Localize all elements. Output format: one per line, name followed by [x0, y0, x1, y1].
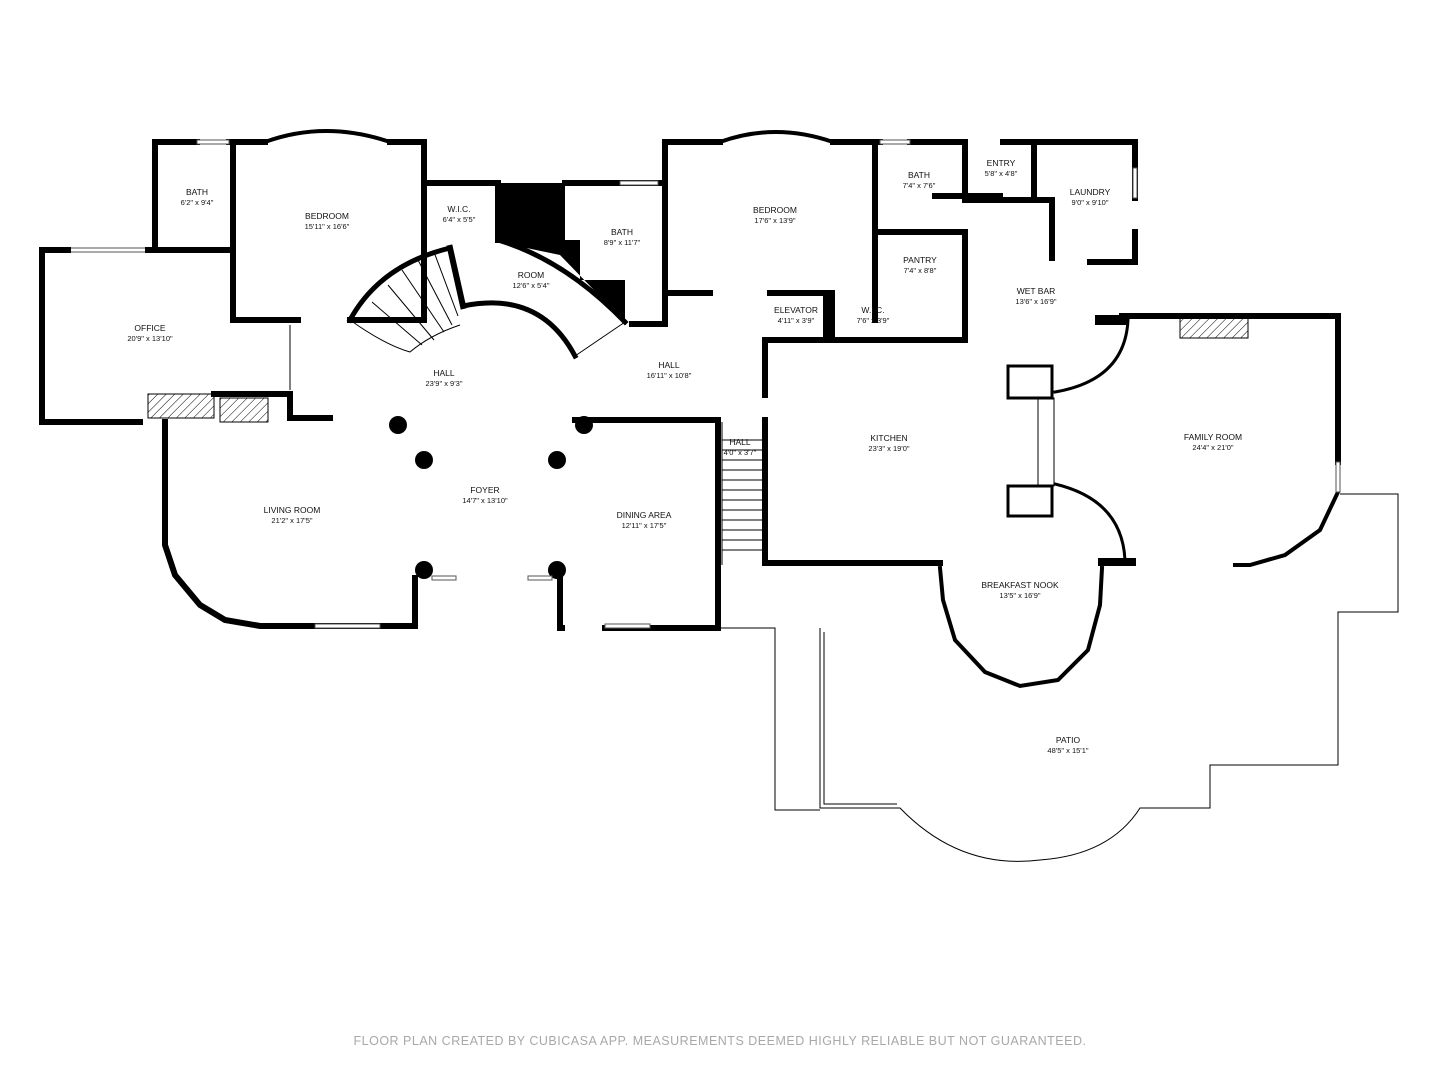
- room-name: BATH: [611, 227, 633, 237]
- column: [548, 561, 566, 579]
- room-name: LIVING ROOM: [264, 505, 321, 515]
- room-name: ROOM: [518, 270, 544, 280]
- room-label-wic-1: W.I.C.6'4" x 5'5": [443, 204, 476, 224]
- fireplace-living: [219, 397, 269, 423]
- room-name: PATIO: [1056, 735, 1081, 745]
- room-dimensions: 48'5" x 15'1": [1047, 746, 1088, 755]
- walls-office: [39, 247, 333, 425]
- room-dimensions: 21'2" x 17'5": [271, 516, 312, 525]
- room-dimensions: 7'4" x 7'6": [903, 181, 936, 190]
- room-dimensions: 8'9" x 11'7": [604, 238, 641, 247]
- room-dimensions: 12'6" x 5'4": [513, 281, 550, 290]
- room-name: DINING AREA: [617, 510, 672, 520]
- room-dimensions: 7'4" x 8'8": [904, 266, 937, 275]
- room-name: WET BAR: [1017, 286, 1056, 296]
- walls-upper-left: [152, 129, 668, 323]
- fireplace-family: [1179, 317, 1249, 339]
- room-dimensions: 4'0" x 3'7": [724, 448, 757, 457]
- room-name: HALL: [729, 437, 751, 447]
- room-dimensions: 6'4" x 5'5": [443, 215, 476, 224]
- room-dimensions: 5'8" x 4'8": [985, 169, 1018, 178]
- walls-right: [1006, 313, 1341, 567]
- column: [548, 451, 566, 469]
- column: [415, 451, 433, 469]
- room-label-wic-2: W.I.C.7'6" x 3'9": [857, 305, 890, 325]
- room-dimensions: 13'5" x 16'9": [999, 591, 1040, 600]
- room-dimensions: 7'6" x 3'9": [857, 316, 890, 325]
- room-dimensions: 14'7" x 13'10": [462, 496, 508, 505]
- room-dimensions: 23'3" x 19'0": [868, 444, 909, 453]
- room-name: HALL: [658, 360, 680, 370]
- room-name: ELEVATOR: [774, 305, 818, 315]
- room-name: W.I.C.: [447, 204, 470, 214]
- footer-disclaimer: FLOOR PLAN CREATED BY CUBICASA APP. MEAS…: [353, 1034, 1087, 1048]
- room-dimensions: 20'9" x 13'10": [127, 334, 173, 343]
- room-name: HALL: [433, 368, 455, 378]
- patio-outline: [720, 493, 1399, 862]
- room-dimensions: 17'6" x 13'9": [754, 216, 795, 225]
- room-dimensions: 4'11" x 3'9": [778, 316, 815, 325]
- room-name: OFFICE: [134, 323, 165, 333]
- room-name: FAMILY ROOM: [1184, 432, 1242, 442]
- room-dimensions: 6'2" x 9'4": [181, 198, 214, 207]
- column: [575, 416, 593, 434]
- room-dimensions: 9'0" x 9'10": [1072, 198, 1109, 207]
- room-dimensions: 13'6" x 16'9": [1015, 297, 1056, 306]
- curved-stair: [346, 183, 629, 360]
- room-dimensions: 24'4" x 21'0": [1192, 443, 1233, 452]
- room-name: BATH: [908, 170, 930, 180]
- room-dimensions: 15'11" x 16'6": [305, 222, 350, 231]
- room-name: BATH: [186, 187, 208, 197]
- room-name: PANTRY: [903, 255, 937, 265]
- walls-upper-mid: [629, 130, 1138, 359]
- room-name: W.I.C.: [861, 305, 884, 315]
- fireplace-office: [147, 393, 215, 419]
- walls-lower-left: [162, 416, 718, 629]
- room-name: BEDROOM: [753, 205, 797, 215]
- room-name: BREAKFAST NOOK: [981, 580, 1059, 590]
- room-name: ENTRY: [987, 158, 1016, 168]
- room-name: LAUNDRY: [1070, 187, 1111, 197]
- room-name: FOYER: [470, 485, 499, 495]
- room-dimensions: 23'9" x 9'3": [426, 379, 463, 388]
- room-dimensions: 12'11" x 17'5": [622, 521, 667, 530]
- room-name: KITCHEN: [870, 433, 907, 443]
- room-dimensions: 16'11" x 10'8": [647, 371, 692, 380]
- column: [415, 561, 433, 579]
- column: [389, 416, 407, 434]
- room-name: BEDROOM: [305, 211, 349, 221]
